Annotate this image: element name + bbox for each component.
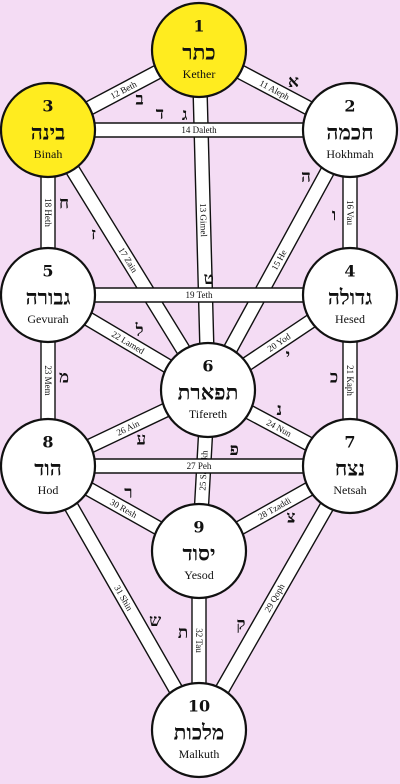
sephirah-circle	[301, 246, 399, 344]
sephirah-hebrew: כתר	[182, 40, 215, 65]
sephirah-number: 8	[42, 433, 53, 452]
sephirah-kether: 1 כתר Kether	[150, 1, 248, 99]
sephirah-hebrew: גדולה	[328, 285, 372, 310]
path-label: 16 Vau	[345, 200, 355, 226]
sephirah-gevurah: 5 גבורה Gevurah	[0, 246, 97, 344]
sephirah-binah: 3 בינה Binah	[0, 81, 97, 179]
hebrew-letter: ח	[59, 194, 69, 214]
sephirah-hebrew: גבורה	[26, 285, 71, 310]
sephirah-name: Gevurah	[27, 312, 68, 326]
hebrew-letter: ש	[149, 611, 161, 631]
path-label: 19 Teth	[186, 290, 213, 300]
sephirah-number: 1	[193, 17, 204, 36]
path-label: 18 Heth	[43, 198, 53, 227]
hebrew-letter: י	[286, 346, 290, 366]
path-label: 14 Daleth	[181, 125, 217, 135]
path-label: 21 Kaph	[345, 365, 355, 396]
sephirah-number: 2	[344, 97, 355, 116]
hebrew-letter: נ	[277, 400, 283, 420]
hebrew-letter: ט	[204, 269, 214, 289]
sephirah-hebrew: מלכות	[174, 720, 225, 745]
sephirah-name: Malkuth	[179, 747, 220, 761]
sephirah-circle	[159, 341, 257, 439]
hebrew-letter: ע	[136, 429, 146, 449]
hebrew-letter: צ	[287, 508, 296, 528]
sephirah-hebrew: בינה	[31, 120, 66, 145]
sephirah-number: 5	[42, 262, 53, 281]
hebrew-letter: ק	[236, 615, 245, 635]
hebrew-letter: ר	[124, 483, 132, 503]
sephirah-netsah: 7 נצח Netsah	[301, 417, 399, 515]
sephirah-circle	[301, 417, 399, 515]
sephirah-name: Hod	[38, 483, 59, 497]
path-label: 23 Mem	[43, 365, 53, 395]
sephirah-hod: 8 הוד Hod	[0, 417, 97, 515]
hebrew-letter: כ	[330, 367, 338, 387]
sephirah-number: 10	[188, 697, 210, 716]
sephirah-circle	[0, 81, 97, 179]
sephirah-name: Kether	[183, 67, 216, 81]
sephirah-tifereth: 6 תפארת Tifereth	[159, 341, 257, 439]
sephirah-number: 9	[193, 518, 204, 537]
sephirah-hebrew: הוד	[34, 456, 62, 481]
hebrew-letter: ז	[91, 224, 96, 244]
hebrew-letter: ת	[178, 623, 188, 643]
sephirah-name: Yesod	[184, 568, 213, 582]
path-label: 13 Gimel	[198, 203, 209, 237]
sephirah-hebrew: חכמה	[326, 120, 373, 145]
sephirah-number: 3	[42, 97, 53, 116]
sephirah-number: 6	[202, 357, 213, 376]
hebrew-letter: ל	[135, 321, 144, 341]
sephirah-circle	[150, 681, 248, 779]
hebrew-letter: פ	[230, 440, 239, 460]
sephirah-hebrew: נצח	[335, 456, 365, 481]
path-13: 13 Gimel ג	[182, 49, 216, 391]
sephirah-circle	[150, 502, 248, 600]
hebrew-letter: ב	[135, 90, 143, 110]
sephirah-name: Tifereth	[189, 407, 227, 421]
sephirah-hokhmah: 2 חכמה Hokhmah	[301, 81, 399, 179]
sephirah-hebrew: יסוד	[183, 541, 216, 566]
hebrew-letter: א	[288, 72, 299, 92]
sephirah-hesed: 4 גדולה Hesed	[301, 246, 399, 344]
sephirah-name: Hesed	[335, 312, 365, 326]
sephirah-number: 7	[344, 433, 355, 452]
sephirah-hebrew: תפארת	[178, 380, 239, 405]
sephirah-yesod: 9 יסוד Yesod	[150, 502, 248, 600]
path-label: 27 Peh	[187, 461, 212, 471]
sephirah-number: 4	[344, 262, 355, 281]
sephirah-circle	[0, 417, 97, 515]
sephirah-name: Binah	[34, 147, 63, 161]
hebrew-letter: מ	[59, 367, 69, 387]
hebrew-letter: ד	[156, 104, 164, 124]
sephirah-circle	[301, 81, 399, 179]
path-label: 32 Tau	[194, 628, 204, 653]
hebrew-letter: ה	[301, 167, 311, 187]
hebrew-letter: ו	[332, 205, 336, 225]
hebrew-letter: ג	[182, 105, 188, 125]
sephirah-name: Hokhmah	[326, 147, 373, 161]
sephirah-circle	[0, 246, 97, 344]
sephirah-name: Netsah	[333, 483, 366, 497]
sephirah-circle	[150, 1, 248, 99]
sephirah-malkuth: 10 מלכות Malkuth	[150, 681, 248, 779]
